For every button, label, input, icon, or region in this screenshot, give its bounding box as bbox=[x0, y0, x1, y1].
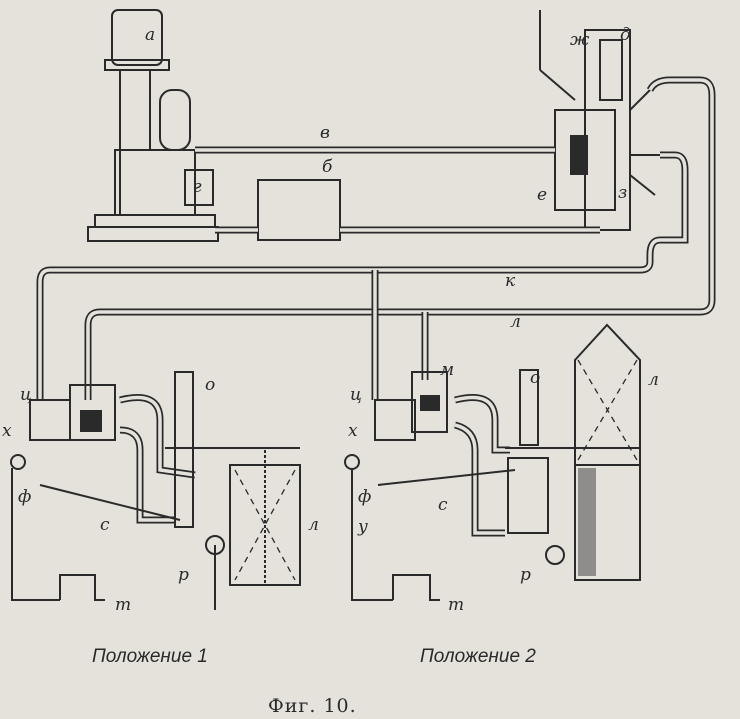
label-l2-1: л bbox=[308, 515, 319, 535]
label-d: д bbox=[620, 25, 631, 45]
label-l2-2: л bbox=[648, 370, 659, 390]
pipe-network bbox=[36, 76, 716, 400]
label-m: м bbox=[440, 360, 454, 380]
position-2-assembly bbox=[344, 323, 641, 601]
label-ts-2: ц bbox=[350, 385, 362, 405]
label-p-1: р bbox=[178, 565, 189, 585]
label-b: б bbox=[322, 157, 333, 177]
label-l: л bbox=[510, 312, 521, 332]
label-kh-1: х bbox=[2, 421, 12, 441]
label-z: з bbox=[618, 183, 627, 203]
tank-b bbox=[257, 179, 341, 241]
label-a: а bbox=[145, 25, 155, 45]
label-s-2: с bbox=[438, 495, 448, 515]
label-o-1: о bbox=[205, 375, 215, 395]
pump-unit bbox=[87, 9, 219, 242]
label-ts-1: ц bbox=[20, 385, 32, 405]
label-u-2: у bbox=[357, 517, 368, 537]
label-t-2: т bbox=[448, 595, 464, 615]
distributor-top bbox=[539, 10, 660, 231]
position-1-caption: Положение 1 bbox=[92, 646, 208, 667]
label-f-1: ф bbox=[18, 487, 31, 507]
label-o-2: о bbox=[530, 368, 540, 388]
label-s-1: с bbox=[100, 515, 110, 535]
label-k: к bbox=[505, 271, 516, 291]
label-t-1: т bbox=[115, 595, 131, 615]
label-e: е bbox=[537, 185, 547, 205]
label-zh: ж bbox=[570, 30, 590, 50]
label-v: в bbox=[320, 123, 330, 143]
label-kh-2: х bbox=[348, 421, 358, 441]
label-g: г bbox=[193, 177, 202, 197]
position-1-assembly bbox=[10, 371, 301, 610]
label-p-2: р bbox=[520, 565, 531, 585]
position-2-caption: Положение 2 bbox=[420, 646, 536, 667]
figure-caption: Фиг. 10. bbox=[268, 695, 357, 717]
label-f-2: ф bbox=[358, 487, 371, 507]
